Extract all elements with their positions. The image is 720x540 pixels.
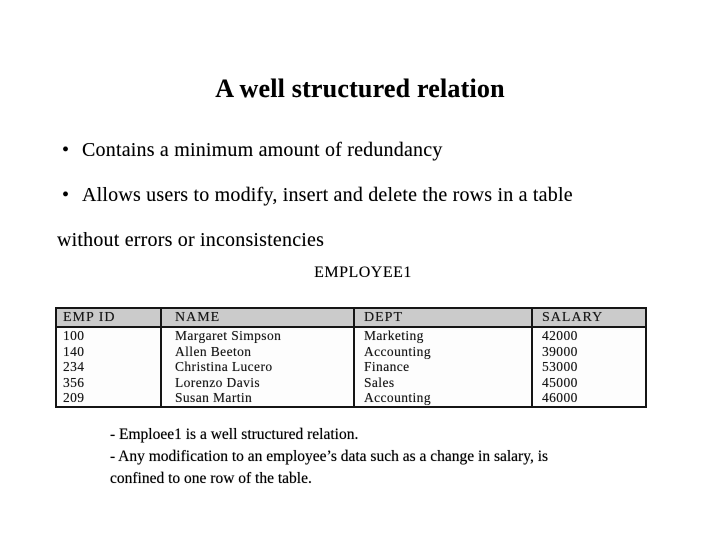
- bullet-item-1: • Contains a minimum amount of redundancy: [62, 139, 443, 162]
- cell-dept: Sales: [353, 374, 532, 390]
- cell-name: Lorenzo Davis: [160, 374, 354, 390]
- table-row: 209 Susan Martin Accounting 46000: [56, 390, 646, 407]
- cell-salary: 39000: [531, 343, 646, 359]
- bullet-icon: •: [62, 139, 70, 161]
- table-body: 100 Margaret Simpson Marketing 42000 140…: [56, 327, 646, 407]
- column-header-emp-id: EMP ID: [56, 308, 161, 328]
- table-caption: EMPLOYEE1: [314, 264, 412, 281]
- cell-name: Allen Beeton: [160, 343, 354, 359]
- slide-notes: - Emploee1 is a well structured relation…: [110, 424, 548, 490]
- table-head: EMP ID NAME DEPT SALARY: [56, 308, 646, 328]
- cell-name: Christina Lucero: [160, 359, 354, 375]
- header-row: EMP ID NAME DEPT SALARY: [56, 308, 646, 328]
- cell-emp-id: 234: [63, 359, 85, 374]
- table-row: 234 Christina Lucero Finance 53000: [56, 359, 646, 375]
- bullet-item-2-continuation: without errors or inconsistencies: [57, 229, 324, 252]
- cell-name: Margaret Simpson: [160, 327, 354, 344]
- table-row: 140 Allen Beeton Accounting 39000: [56, 343, 646, 359]
- column-header-salary: SALARY: [531, 308, 646, 328]
- bullet-icon: •: [62, 184, 70, 206]
- cell-emp-id: 100: [63, 328, 85, 343]
- cell-dept: Accounting: [353, 343, 532, 359]
- bullet-text-3: without errors or inconsistencies: [57, 229, 325, 251]
- cell-emp-id: 140: [63, 343, 85, 359]
- cell-dept: Finance: [353, 359, 532, 375]
- note-line-3: confined to one row of the table.: [110, 470, 312, 487]
- note-line-1: - Emploee1 is a well structured relation…: [110, 426, 359, 443]
- cell-dept: Marketing: [353, 327, 532, 344]
- cell-dept: Accounting: [353, 390, 532, 407]
- bullet-text-2: Allows users to modify, insert and delet…: [82, 184, 573, 206]
- cell-salary: 46000: [531, 390, 646, 407]
- cell-name: Susan Martin: [160, 390, 354, 407]
- employee-table: EMP ID NAME DEPT SALARY 100 Margaret Sim…: [55, 307, 647, 408]
- table-row: 100 Margaret Simpson Marketing 42000: [56, 327, 646, 344]
- cell-salary: 45000: [531, 374, 646, 390]
- column-header-dept: DEPT: [353, 308, 532, 328]
- slide-title: A well structured relation: [215, 74, 505, 103]
- bullet-text-1: Contains a minimum amount of redundancy: [82, 139, 443, 161]
- note-line-2: - Any modification to an employee’s data…: [110, 448, 549, 465]
- table-row: 356 Lorenzo Davis Sales 45000: [56, 374, 646, 390]
- cell-salary: 42000: [531, 327, 646, 344]
- cell-emp-id: 209: [63, 390, 85, 405]
- column-header-name: NAME: [160, 308, 354, 328]
- cell-emp-id: 356: [63, 374, 85, 390]
- bullet-item-2: • Allows users to modify, insert and dele…: [62, 184, 573, 207]
- cell-salary: 53000: [531, 359, 646, 375]
